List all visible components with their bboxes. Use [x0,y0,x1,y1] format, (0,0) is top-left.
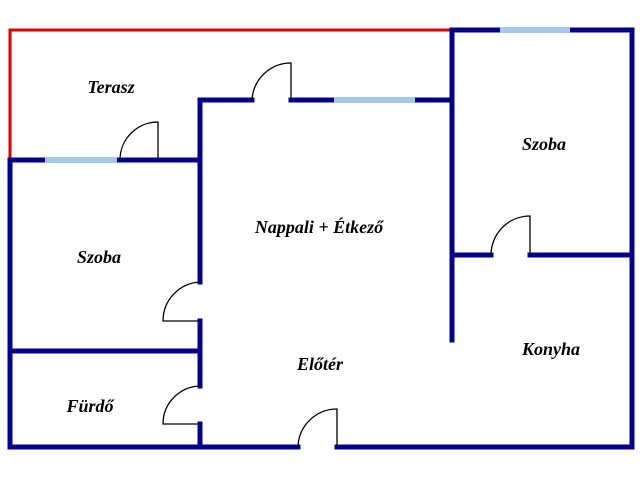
windows [45,27,570,163]
terrace-outline [8,28,452,160]
label-nappali-etkezo: Nappali + Étkező [254,216,384,237]
room-labels: Terasz Szoba Nappali + Étkező Szoba Kony… [65,77,580,416]
label-furdo: Fürdő [65,396,114,416]
door-right-room [490,215,531,256]
door-terrace-left-room [119,121,159,161]
door-left-room [162,281,201,322]
label-terasz: Terasz [87,77,134,97]
label-eloter: Előtér [296,354,344,374]
label-szoba-right: Szoba [522,134,566,154]
door-bathroom [162,385,201,425]
label-szoba-left: Szoba [77,247,121,267]
label-konyha: Konyha [521,339,580,359]
door-entrance [297,408,338,448]
door-terrace-living [251,62,292,101]
doors [119,62,531,448]
